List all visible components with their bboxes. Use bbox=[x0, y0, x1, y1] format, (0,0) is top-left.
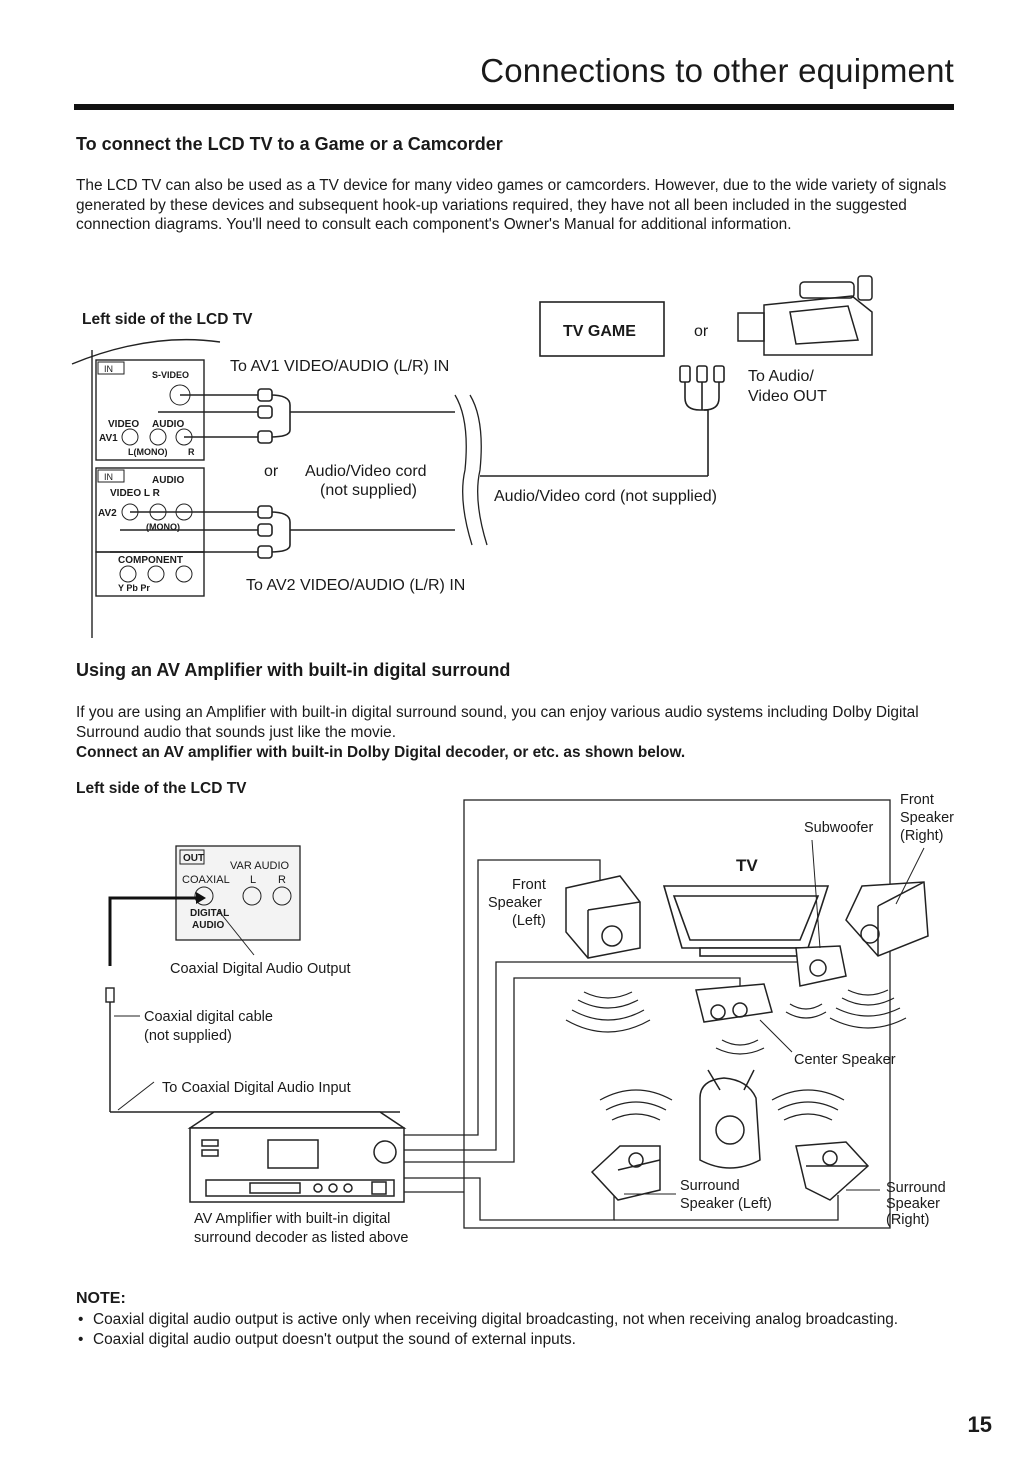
amp-label-2: surround decoder as listed above bbox=[194, 1230, 408, 1246]
note-item: Coaxial digital audio output doesn't out… bbox=[76, 1330, 956, 1349]
panel2-mono-label: (MONO) bbox=[146, 522, 180, 532]
cord-left-label-1: Audio/Video cord bbox=[305, 463, 427, 480]
av2-input-panel: IN AUDIO VIDEO L R AV2 (MONO) bbox=[95, 467, 205, 553]
front-left-label-3: (Left) bbox=[512, 913, 546, 929]
center-speaker-label: Center Speaker bbox=[794, 1052, 896, 1068]
front-left-speaker-icon bbox=[565, 875, 641, 959]
var-audio-label: VAR AUDIO bbox=[230, 860, 290, 872]
av1-cable bbox=[158, 394, 455, 438]
front-right-speaker-icon bbox=[845, 881, 929, 957]
coax-cable-label-1: Coaxial digital cable bbox=[144, 1009, 273, 1025]
tv-game-box bbox=[539, 301, 665, 357]
surround-right-label-3: (Right) bbox=[886, 1212, 930, 1228]
out-label-1: To Audio/ bbox=[748, 368, 814, 385]
out-panel-label: OUT bbox=[183, 853, 204, 864]
coax-plug bbox=[105, 987, 115, 1003]
coaxial-label: COAXIAL bbox=[182, 874, 230, 886]
panel-ypbpr-label: Y Pb Pr bbox=[118, 583, 150, 593]
or-right-label: or bbox=[694, 323, 709, 340]
panel-audio-label: AUDIO bbox=[152, 419, 184, 430]
front-left-label-1: Front bbox=[512, 877, 546, 893]
page-number: 15 bbox=[967, 1412, 992, 1437]
center-leader bbox=[759, 1019, 793, 1053]
panel-lmono-label: L(MONO) bbox=[128, 447, 168, 457]
digital-label: DIGITAL bbox=[190, 908, 229, 919]
tv-side-curve bbox=[71, 338, 221, 365]
surround-right-label-2: Speaker bbox=[886, 1196, 940, 1212]
coax-output-label: Coaxial Digital Audio Output bbox=[170, 961, 351, 977]
title-rule bbox=[74, 104, 954, 110]
section-heading-game: To connect the LCD TV to a Game or a Cam… bbox=[76, 134, 503, 154]
av-amplifier-icon bbox=[187, 1111, 407, 1203]
digital-audio-label: AUDIO bbox=[192, 920, 224, 931]
panel2-in-label: IN bbox=[104, 472, 113, 482]
cable-break-left bbox=[454, 394, 473, 546]
panel-r-label: R bbox=[188, 447, 195, 457]
section-paragraph-amplifier: If you are using an Amplifier with built… bbox=[76, 704, 919, 741]
out-leader bbox=[217, 909, 255, 956]
page-title: Connections to other equipment bbox=[480, 52, 954, 89]
surround-right-label-1: Surround bbox=[886, 1180, 946, 1196]
surround-left-speaker-icon bbox=[590, 1145, 661, 1201]
av2-cable bbox=[110, 511, 455, 553]
out-l-label: L bbox=[250, 874, 256, 886]
note-item: Coaxial digital audio output is active o… bbox=[76, 1310, 956, 1329]
note-heading: NOTE: bbox=[76, 1290, 126, 1307]
listener-icon bbox=[699, 1069, 761, 1169]
cord-left-label-2: (not supplied) bbox=[320, 482, 417, 499]
surround-left-label-2: Speaker (Left) bbox=[680, 1196, 772, 1212]
cable-break-right bbox=[469, 394, 488, 546]
room-outline bbox=[463, 799, 891, 1229]
or-left-label: or bbox=[264, 463, 279, 480]
tv-label: TV bbox=[736, 856, 758, 875]
panel2-video-lr-label: VIDEO L R bbox=[110, 488, 161, 499]
front-left-label-2: Speaker bbox=[488, 895, 542, 911]
note-list: Coaxial digital audio output is active o… bbox=[76, 1310, 956, 1350]
coax-input-leader bbox=[117, 1081, 155, 1111]
panel-component-label: COMPONENT bbox=[118, 555, 183, 566]
subwoofer-leader bbox=[811, 839, 821, 949]
tv-game-label: TV GAME bbox=[563, 323, 636, 340]
side-label-bottom: Left side of the LCD TV bbox=[76, 780, 247, 797]
panel2-av2-label: AV2 bbox=[98, 508, 117, 519]
panel-in-label: IN bbox=[104, 364, 113, 374]
section-bold-instruction: Connect an AV amplifier with built-in Do… bbox=[76, 744, 686, 761]
front-right-label-1: Front bbox=[900, 792, 934, 808]
surround-left-label-1: Surround bbox=[680, 1178, 740, 1194]
av1-plugs bbox=[257, 388, 273, 444]
section-heading-amplifier: Using an AV Amplifier with built-in digi… bbox=[76, 660, 511, 680]
panel-video-label: VIDEO bbox=[108, 419, 139, 430]
coax-arrow bbox=[196, 892, 206, 904]
rca-plugs-right bbox=[679, 365, 725, 383]
digital-out-panel: OUT VAR AUDIO COAXIAL L R DIGITAL AUDIO bbox=[175, 845, 301, 941]
coax-input-label: To Coaxial Digital Audio Input bbox=[162, 1080, 351, 1096]
amp-label-1: AV Amplifier with built-in digital bbox=[194, 1211, 390, 1227]
rca-cable-right bbox=[684, 382, 720, 476]
sound-waves bbox=[565, 989, 907, 1121]
front-right-label-2: Speaker bbox=[900, 810, 954, 826]
camcorder-icon bbox=[737, 275, 873, 356]
out-r-label: R bbox=[278, 874, 286, 886]
panel2-audio-label: AUDIO bbox=[152, 475, 184, 486]
surround-right-speaker-icon bbox=[795, 1141, 870, 1201]
front-right-label-3: (Right) bbox=[900, 828, 944, 844]
av2-input-label: To AV2 VIDEO/AUDIO (L/R) IN bbox=[246, 577, 465, 594]
front-right-leader bbox=[895, 847, 925, 905]
tv-icon bbox=[662, 885, 830, 957]
panel-svideo-label: S-VIDEO bbox=[152, 370, 189, 380]
coax-cable-top bbox=[108, 896, 196, 966]
subwoofer-label: Subwoofer bbox=[804, 820, 873, 836]
side-label-top: Left side of the LCD TV bbox=[82, 311, 253, 328]
panel-av1-label: AV1 bbox=[99, 433, 118, 444]
out-label-2: Video OUT bbox=[748, 388, 827, 405]
av2-plugs bbox=[257, 505, 273, 559]
center-speaker-icon bbox=[695, 983, 773, 1023]
av1-input-label: To AV1 VIDEO/AUDIO (L/R) IN bbox=[230, 358, 449, 375]
cord-right-label: Audio/Video cord (not supplied) bbox=[494, 488, 717, 505]
subwoofer-icon bbox=[795, 945, 847, 987]
section-paragraph-game: The LCD TV can also be used as a TV devi… bbox=[76, 177, 947, 234]
coax-cable-label-2: (not supplied) bbox=[144, 1028, 232, 1044]
game-camcorder-diagram: IN S-VIDEO VIDEO AUDIO AV1 L(MONO) R IN … bbox=[71, 275, 873, 638]
